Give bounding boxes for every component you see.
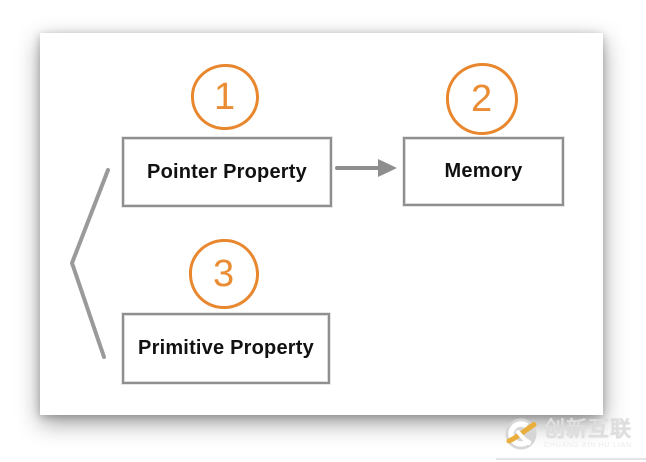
bottom-edge-strip [496, 458, 646, 460]
diagram-page: 1 2 3 Pointer Property Memory Primitive … [40, 33, 603, 415]
node-memory: Memory [403, 137, 564, 206]
step-circle-3: 3 [187, 237, 261, 311]
step-circle-2: 2 [444, 61, 520, 137]
watermark: 创新互联 CHUANG XIN HU LIAN [505, 418, 632, 450]
step-circle-1: 1 [189, 62, 261, 132]
node-primitive-property-label: Primitive Property [138, 337, 314, 359]
step-number-1: 1 [214, 75, 236, 118]
arrow-head-icon [378, 159, 397, 177]
chevron-brace [70, 168, 110, 359]
node-memory-label: Memory [444, 160, 523, 182]
watermark-subtext: CHUANG XIN HU LIAN [544, 442, 632, 449]
cxhl-logo-icon [505, 418, 537, 450]
node-primitive-property: Primitive Property [122, 313, 330, 384]
node-pointer-property-label: Pointer Property [147, 160, 307, 183]
step-number-3: 3 [213, 252, 235, 295]
watermark-text: 创新互联 CHUANG XIN HU LIAN [544, 419, 632, 449]
watermark-brand: 创新互联 [544, 418, 632, 441]
step-number-2: 2 [471, 77, 493, 120]
node-pointer-property: Pointer Property [122, 137, 332, 207]
